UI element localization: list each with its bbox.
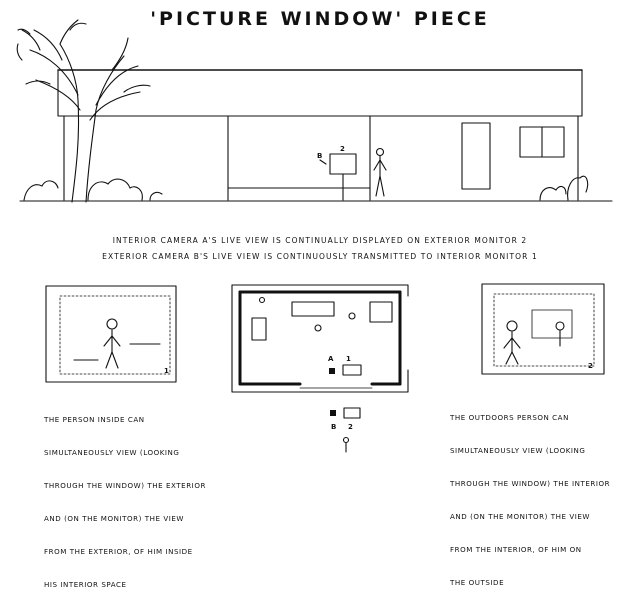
left-description-line: HIS INTERIOR SPACE [44,580,127,589]
caption-line-2: EXTERIOR CAMERA B'S LIVE VIEW IS CONTINU… [102,252,538,261]
house-outline [19,69,613,202]
tree-illustration [16,19,151,203]
right-description-line: THROUGH THE WINDOW) THE INTERIOR [450,479,611,488]
floor-plan-label-1: 1 [346,355,351,363]
exterior-monitor-2 [319,153,357,201]
left-monitor-number: 1 [164,367,169,375]
floor-plan [231,284,409,453]
left-description-line: AND (ON THE MONITOR) THE VIEW [44,514,184,523]
diagram-drawing: B 2 1 A 1 B 2 2 [16,19,613,453]
floor-plan-label-2: 2 [348,423,353,431]
house-monitor-2-label: 2 [340,145,345,153]
right-monitor-panel [481,283,605,375]
right-description-line: THE OUTSIDE [450,578,505,587]
right-description-line: SIMULTANEOUSLY VIEW (LOOKING [450,446,586,455]
right-description: THE OUTDOORS PERSON CAN SIMULTANEOUSLY V… [450,390,610,599]
left-description-line: THE PERSON INSIDE CAN [44,415,145,424]
right-description-line: AND (ON THE MONITOR) THE VIEW [450,512,590,521]
left-description-line: FROM THE EXTERIOR, OF HIM INSIDE [44,547,193,556]
floor-plan-label-a: A [328,355,334,363]
left-description-line: THROUGH THE WINDOW) THE EXTERIOR [44,481,206,490]
floor-plan-label-b: B [331,423,336,431]
outdoor-person-figure [373,147,387,197]
shrubs [23,175,589,201]
page-title: 'PICTURE WINDOW' PIECE [150,8,490,30]
right-description-line: THE OUTDOORS PERSON CAN [450,413,569,422]
house-camera-b-label: B [317,152,322,160]
right-monitor-number: 2 [588,362,593,370]
picture-window-page: { "title": "'PICTURE WINDOW' PIECE", "ca… [16,8,613,589]
left-monitor-panel [45,285,177,383]
right-description-line: FROM THE INTERIOR, OF HIM ON [450,545,582,554]
camera-markers [329,368,336,416]
left-description: THE PERSON INSIDE CAN SIMULTANEOUSLY VIE… [44,392,206,601]
left-description-line: SIMULTANEOUSLY VIEW (LOOKING [44,448,180,457]
caption-line-1: INTERIOR CAMERA A'S LIVE VIEW IS CONTINU… [112,236,528,245]
